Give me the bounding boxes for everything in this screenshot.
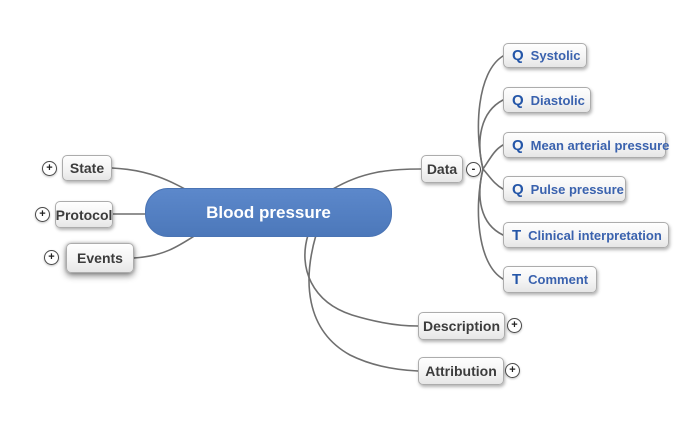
connector-systolic bbox=[477, 55, 504, 170]
quantity-type-icon: Q bbox=[512, 136, 524, 154]
expand-toggle-attribution[interactable]: + bbox=[505, 363, 520, 378]
node-state[interactable]: State bbox=[62, 155, 112, 181]
root-node-blood-pressure[interactable]: Blood pressure bbox=[145, 188, 392, 237]
connector-comment bbox=[477, 168, 504, 280]
text-type-icon: T bbox=[512, 226, 522, 244]
expand-toggle-state[interactable]: + bbox=[42, 161, 57, 176]
node-label: Clinical interpretation bbox=[528, 227, 662, 243]
text-type-icon: T bbox=[512, 271, 522, 288]
connector-diastolic bbox=[479, 99, 504, 170]
connector-description bbox=[304, 234, 419, 327]
quantity-type-icon: Q bbox=[512, 180, 524, 198]
node-attribution[interactable]: Attribution bbox=[418, 357, 504, 385]
node-mean-arterial-pressure[interactable]: Q Mean arterial pressure bbox=[503, 132, 669, 158]
node-label: Diastolic bbox=[530, 92, 585, 108]
node-label: Pulse pressure bbox=[530, 181, 624, 197]
node-data[interactable]: Data bbox=[421, 155, 463, 183]
node-label: Comment bbox=[528, 272, 589, 287]
expand-toggle-description[interactable]: + bbox=[507, 318, 522, 333]
collapse-toggle-data[interactable]: - bbox=[466, 162, 481, 177]
node-label: Systolic bbox=[530, 48, 581, 63]
expand-toggle-events[interactable]: + bbox=[44, 250, 59, 265]
node-systolic[interactable]: Q Systolic bbox=[503, 43, 587, 68]
node-description[interactable]: Description bbox=[418, 312, 505, 340]
connector-mean bbox=[482, 144, 504, 170]
connector-attribution bbox=[308, 234, 419, 372]
expand-toggle-protocol[interactable]: + bbox=[35, 207, 50, 222]
node-label: Mean arterial pressure bbox=[530, 137, 670, 153]
connector-pulse bbox=[482, 168, 504, 190]
node-diastolic[interactable]: Q Diastolic bbox=[503, 87, 591, 113]
node-comment[interactable]: T Comment bbox=[503, 266, 597, 293]
quantity-type-icon: Q bbox=[512, 47, 524, 64]
connector-data bbox=[332, 168, 422, 190]
node-protocol[interactable]: Protocol bbox=[55, 201, 113, 228]
node-events[interactable]: Events bbox=[66, 243, 134, 273]
node-clinical-interpretation[interactable]: T Clinical interpretation bbox=[503, 222, 669, 248]
quantity-type-icon: Q bbox=[512, 91, 524, 109]
node-pulse-pressure[interactable]: Q Pulse pressure bbox=[503, 176, 626, 202]
